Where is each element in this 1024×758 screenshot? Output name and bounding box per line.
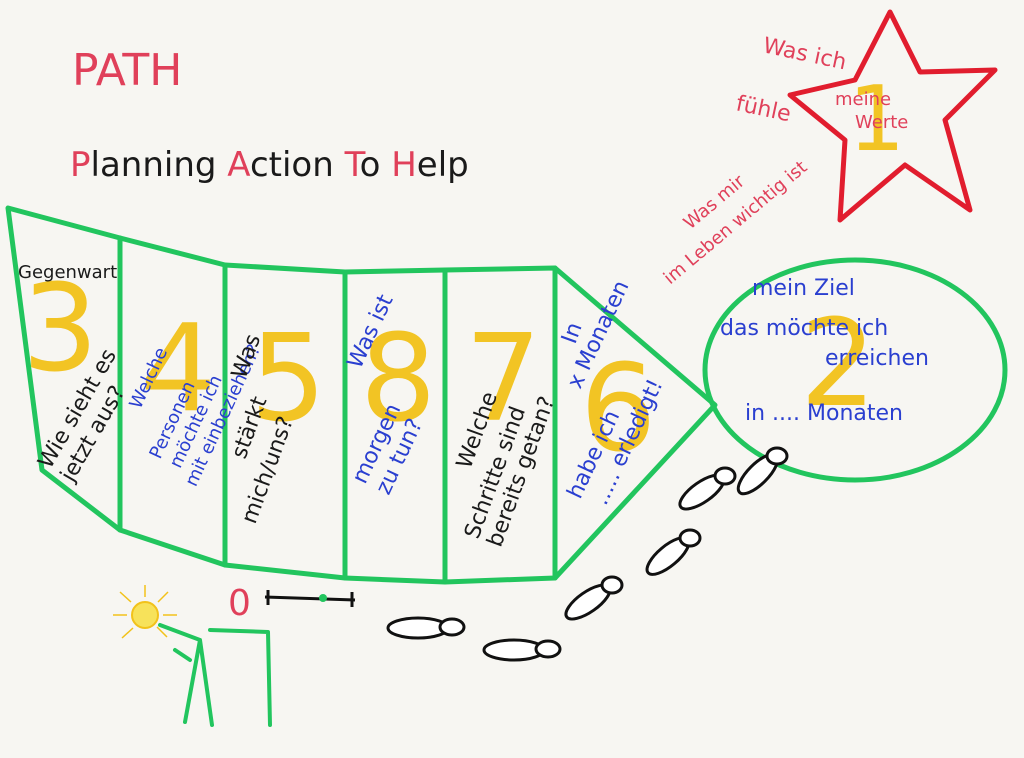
values-outside-2: fühle [734, 91, 793, 127]
title-word-planning: lanning [91, 145, 228, 185]
path-outline [5, 205, 718, 585]
segment-number-3: 3 [22, 260, 98, 399]
footprint-5 [678, 466, 737, 511]
title-block: PATH Planning Action To Help [70, 45, 469, 185]
star-text-2: Werte [855, 112, 908, 133]
values-number-1: 1 [848, 67, 905, 172]
figure-body [158, 623, 272, 727]
segment-6-monaten: 6 In x Monaten habe ich ..... erledigt! [557, 277, 668, 509]
segment-3-gegenwart: 3 Gegenwart Wie sieht es jetzt aus? [18, 260, 131, 487]
goal-circle-group: 2 mein Ziel das möchte ich erreichen in … [702, 257, 1008, 483]
values-star-group: 1 meine Werte Was ich fühle Was mir im L… [660, 9, 998, 289]
title-letter-p: P [70, 145, 91, 185]
title-acronym: PATH [72, 45, 182, 96]
segment-number-7: 7 [465, 310, 541, 449]
title-letter-h: H [391, 145, 417, 185]
segment-number-4: 4 [140, 300, 216, 439]
goal-circle [702, 257, 1008, 483]
goal-line-2: das möchte ich [720, 316, 888, 341]
goal-line-3: erreichen [825, 346, 929, 371]
footprint-4 [645, 528, 702, 576]
title-word-help: elp [417, 145, 469, 185]
segment-number-8: 8 [360, 310, 436, 449]
goal-line-4: in .... Monaten [745, 401, 903, 426]
segment-7-schritte: 7 Welche Schritte sind bereits getan? [452, 310, 560, 550]
footprint-6 [736, 446, 789, 496]
segment-8-morgen: 8 Was ist morgen zu tun? [343, 291, 437, 499]
footprint-1 [386, 616, 466, 640]
footsteps [386, 446, 789, 662]
star-text-1: meine [835, 89, 891, 110]
goal-number-2: 2 [800, 295, 876, 434]
title-word-to: o [360, 145, 392, 185]
values-outside-1: Was ich [761, 33, 849, 75]
title-letter-a: A [227, 145, 250, 185]
values-star [787, 9, 998, 223]
title-word-action: ction [250, 145, 345, 185]
start-number-0: 0 [228, 583, 251, 624]
segment-5-staerkt: 5 Was stärkt mich/uns? [227, 310, 326, 527]
title-expansion: Planning Action To Help [70, 145, 469, 185]
path-band [5, 205, 718, 585]
footprint-2 [482, 638, 562, 662]
start-figure: 0 [113, 583, 356, 727]
dumbbell-icon [264, 590, 356, 607]
footprint-3 [564, 575, 624, 621]
segment-4-personen: 4 Welche Personen möchte ich mit einbezi… [125, 300, 265, 490]
segment-3-header: Gegenwart [18, 262, 117, 283]
goal-line-1: mein Ziel [752, 276, 855, 301]
segment-number-6: 6 [580, 340, 656, 479]
sun-icon [113, 585, 177, 639]
segment-number-5: 5 [250, 310, 326, 449]
